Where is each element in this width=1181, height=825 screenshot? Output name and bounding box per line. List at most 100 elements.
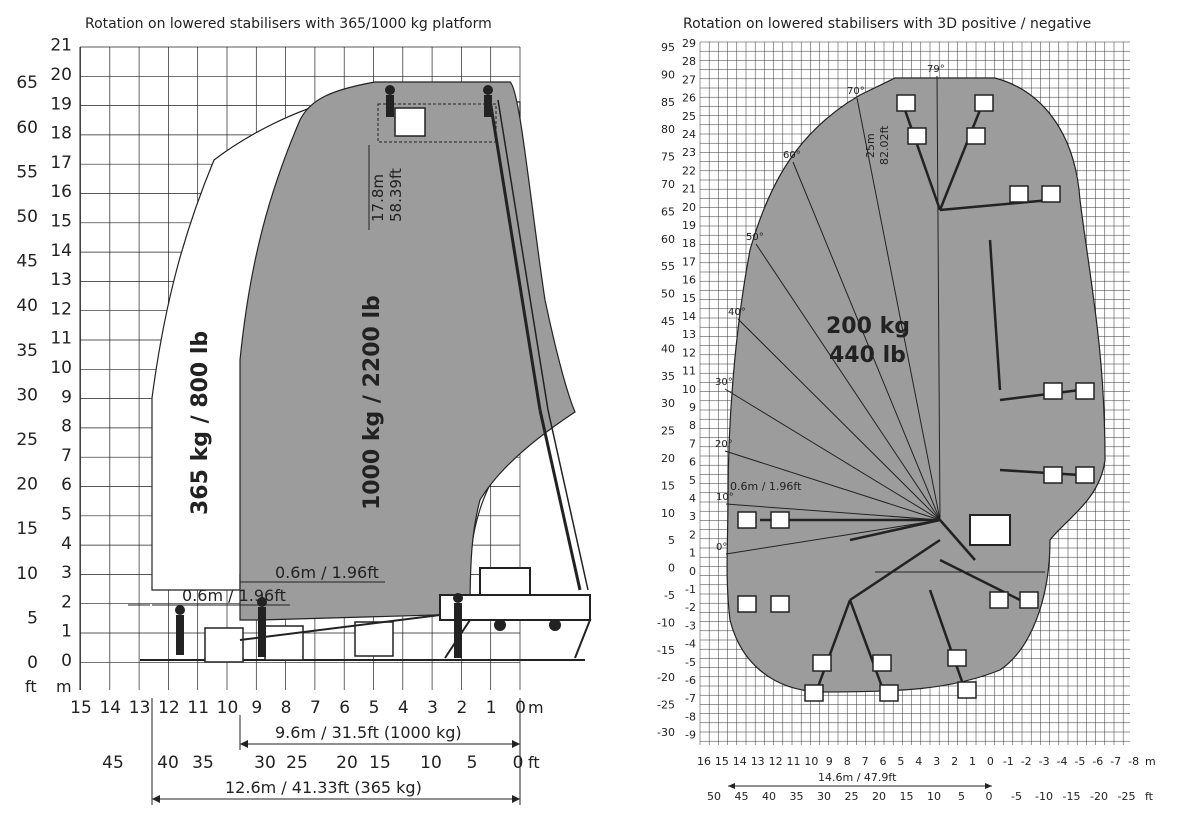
right-x-m-label: 9 [826,755,833,768]
right-y-ft-label: 45 [661,315,675,328]
offset-upper-label: 0.6m / 1.96ft [275,563,379,582]
right-y-ft-label: 80 [661,123,675,136]
platform-basket [770,511,790,529]
left-x-ft-unit: ft [528,753,540,772]
boom-section [849,538,941,602]
angle-label: 60° [783,150,801,161]
left-x-ft-label: 30 [254,753,276,773]
angle-ray [755,243,941,521]
left-y-ft-label: 25 [16,430,38,450]
boom-section [939,198,1051,212]
angle-label: 20° [715,439,733,450]
right-y-m-label: 3 [689,510,696,523]
left-y-ft-label: 60 [16,118,38,138]
left-x-m-label: 14 [99,698,121,718]
right-y-m-label: 1 [689,547,696,560]
boom-section [813,599,852,696]
angle-ray [856,97,941,521]
boom-section [928,589,967,691]
left-y-ft-label: 50 [16,207,38,227]
zone-365-label: 365 kg / 800 lb [188,331,213,515]
right-y-m-label: 11 [682,365,696,378]
left-y-ft-label: 20 [16,475,38,495]
left-y-m-label: 16 [50,182,72,202]
left-x-m-label: 5 [369,698,380,718]
left-title: Rotation on lowered stabilisers with 365… [85,16,492,32]
right-y-m-label: -8 [685,710,696,723]
left-unit-ft: ft [25,677,37,696]
platform-basket [1075,382,1095,400]
boom-section [999,468,1081,477]
right-y-ft-label: 60 [661,233,675,246]
right-x-ft-label: 45 [735,790,749,803]
left-x-m-label: 1 [486,698,497,718]
right-y-ft-label: 55 [661,260,675,273]
right-x-ft-label: 25 [845,790,859,803]
angle-label: 40° [728,307,746,318]
angle-ray [724,450,941,521]
platform-basket [1041,185,1061,203]
right-y-ft-label: -15 [657,644,675,657]
left-y-m-label: 11 [50,329,72,349]
left-y-m-label: 1 [61,622,72,642]
right-x-m-label: -5 [1074,755,1085,768]
right-x-m-label: -8 [1128,755,1139,768]
right-y-m-label: 26 [682,92,696,105]
left-y-m-label: 8 [61,417,72,437]
lower-platform-basket-2 [264,625,304,661]
left-y-m-label: 14 [50,241,72,261]
left-x-m-label: 9 [251,698,262,718]
left-x-m-label: 12 [158,698,180,718]
right-x-m-label: -3 [1039,755,1050,768]
right-x-m-label: 12 [769,755,783,768]
left-x-ft-label: 25 [286,753,308,773]
right-x-m-label: 16 [697,755,711,768]
left-x-m-label: 3 [427,698,438,718]
right-y-ft-label: -20 [657,671,675,684]
right-y-m-label: 6 [689,456,696,469]
right-y-ft-label: 90 [661,68,675,81]
left-y-m-label: 5 [61,505,72,525]
right-offset-label: 0.6m / 1.96ft [730,480,802,493]
left-y-m-label: 15 [50,212,72,232]
left-x-ft-label: 40 [157,753,179,773]
right-y-m-label: 0 [689,565,696,578]
left-y-m-label: 19 [50,94,72,114]
angle-ray [792,161,941,521]
reach-365-label: 12.6m / 41.33ft (365 kg) [225,778,422,797]
right-labels: 95908580757065605550454035302520151050-5… [657,37,1139,803]
left-x-m-label: 4 [398,698,409,718]
right-x-ft-label: 35 [790,790,804,803]
left-x-m-label: 10 [217,698,239,718]
right-x-m-label: 13 [751,755,765,768]
platform-basket [737,511,757,529]
right-y-ft-label: 75 [661,151,675,164]
boom-section [999,388,1081,402]
right-x-m-label: 15 [715,755,729,768]
right-y-ft-label: 20 [661,452,675,465]
right-y-m-label: -6 [685,674,696,687]
left-y-m-label: 4 [61,534,72,554]
right-y-m-label: 12 [682,346,696,359]
right-x-m-label: -2 [1021,755,1032,768]
right-x-ft-label: 15 [900,790,914,803]
stabiliser-legs [444,619,592,659]
left-y-ft-label: 40 [16,296,38,316]
right-y-m-label: 5 [689,474,696,487]
boom-section [903,109,942,211]
left-x-ft-label: 35 [192,753,214,773]
platform-basket [1009,185,1029,203]
platform-basket [1019,591,1039,609]
right-x-ft-label: 5 [958,790,965,803]
right-y-m-label: -5 [685,656,696,669]
angle-ray [724,388,941,521]
right-x-m-label: -1 [1003,755,1014,768]
right-x-ft-label: 40 [762,790,776,803]
right-y-m-label: 23 [682,146,696,159]
left-y-ft-label: 35 [16,341,38,361]
left-x-m-label: 6 [339,698,350,718]
right-y-ft-label: 15 [661,479,675,492]
right-y-ft-label: 65 [661,205,675,218]
right-x-ft-label: -20 [1090,790,1108,803]
right-x-m-label: 5 [897,755,904,768]
